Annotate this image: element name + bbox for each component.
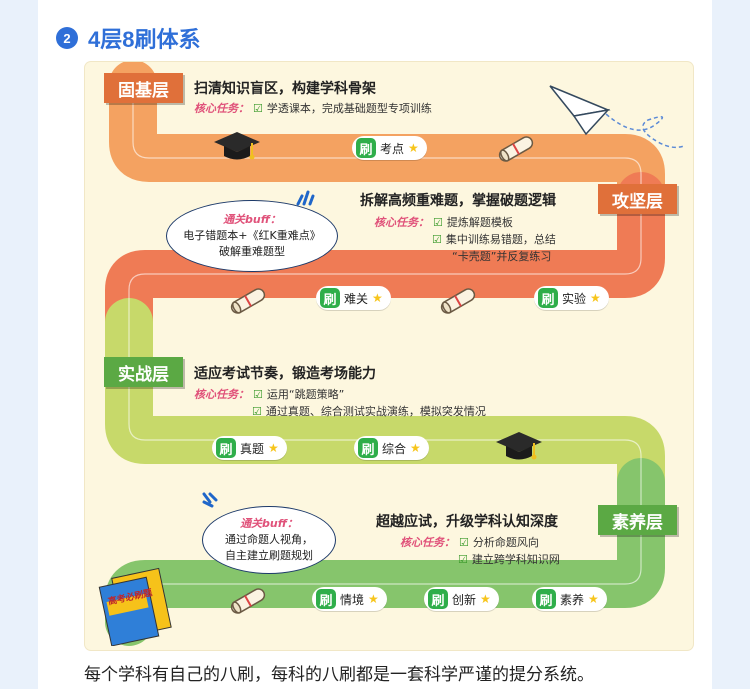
- paper-plane-icon: [549, 85, 685, 149]
- footer-caption: 每个学科有自己的八刷，每科的八刷都是一套科学严谨的提分系统。: [84, 665, 594, 685]
- buff-line: 通过命题人视角，: [225, 533, 313, 546]
- brush-glyph: 刷: [538, 288, 558, 308]
- star-icon: ★: [590, 291, 601, 305]
- layer-tasks-practice: 核心任务：☑运用“跳题策略” ☑通过真题、综合测试实战演练，模拟突发情况: [194, 386, 486, 420]
- star-icon: ★: [408, 141, 419, 155]
- star-icon: ★: [410, 441, 421, 455]
- section-header: 2 4层8刷体系: [56, 22, 200, 54]
- star-icon: ★: [372, 291, 383, 305]
- star-icon: ★: [368, 592, 379, 606]
- diploma-scroll-icon: [440, 288, 476, 314]
- check-icon: ☑: [253, 102, 263, 115]
- brush-glyph: 刷: [428, 589, 448, 609]
- chip-label: 综合: [382, 441, 407, 456]
- brush-chip-zonghe: 刷综合★: [354, 436, 429, 460]
- section-title: 4层8刷体系: [88, 27, 201, 52]
- buff-line: 电子错题本+《红K重难点》: [183, 229, 321, 242]
- task-item: 学透课本，完成基础题型专项训练: [266, 102, 432, 115]
- buff-line: 自主建立刷题规划: [225, 549, 313, 562]
- core-task-tag: 核心任务：: [194, 102, 249, 115]
- layer-label-breakthrough: 攻坚层: [598, 184, 677, 214]
- graduation-cap-icon: [496, 432, 542, 460]
- task-item: 通过真题、综合测试实战演练，模拟突发情况: [265, 405, 486, 418]
- star-icon: ★: [268, 441, 279, 455]
- layer-heading-breakthrough: 拆解高频重难题，掌握破题逻辑: [360, 193, 556, 209]
- graduation-cap-icon: [214, 132, 260, 160]
- diploma-scroll-icon: [230, 288, 266, 314]
- brush-glyph: 刷: [536, 589, 556, 609]
- brush-glyph: 刷: [316, 589, 336, 609]
- layer-label-literacy: 素养层: [598, 505, 677, 535]
- section-number-badge: 2: [56, 27, 78, 49]
- chip-label: 难关: [344, 291, 369, 306]
- task-item: 建立跨学科知识网: [471, 553, 560, 566]
- brush-chip-zhenti: 刷真题★: [212, 436, 287, 460]
- task-item: 集中训练易错题，总结: [445, 233, 556, 246]
- layer-tasks-breakthrough: 核心任务：☑提炼解题模板 ☑集中训练易错题，总结 “卡壳题”并反复练习: [374, 214, 556, 265]
- brush-chip-nanguan: 刷难关★: [316, 286, 391, 310]
- diploma-scroll-icon: [498, 136, 534, 162]
- brush-chip-kaodian: 刷考点★: [352, 136, 427, 160]
- book-stack-icon: [98, 567, 172, 646]
- check-icon: ☑: [433, 216, 443, 229]
- buff-bubble-2: 通关buff： 通过命题人视角， 自主建立刷题规划: [202, 506, 336, 574]
- buff-title: 通关buff：: [240, 517, 298, 530]
- task-item: “卡壳题”并反复练习: [452, 250, 552, 263]
- layer-label-foundation: 固基层: [104, 73, 183, 103]
- brush-glyph: 刷: [216, 438, 236, 458]
- brush-chip-shiyan: 刷实验★: [534, 286, 609, 310]
- brush-glyph: 刷: [320, 288, 340, 308]
- check-icon: ☑: [253, 388, 263, 401]
- brush-chip-chuangxin: 刷创新★: [424, 587, 499, 611]
- chip-label: 真题: [240, 441, 265, 456]
- check-icon: ☑: [252, 405, 262, 418]
- brush-glyph: 刷: [356, 138, 376, 158]
- diploma-scroll-icon: [230, 588, 266, 614]
- buff-title: 通关buff：: [223, 213, 281, 226]
- star-icon: ★: [588, 592, 599, 606]
- core-task-tag: 核心任务：: [194, 388, 249, 401]
- check-icon: ☑: [432, 233, 442, 246]
- chip-label: 实验: [562, 291, 587, 306]
- layer-label-practice: 实战层: [104, 357, 183, 387]
- chip-label: 素养: [560, 592, 585, 607]
- task-item: 分析命题风向: [472, 536, 539, 549]
- buff-line: 破解重难题型: [219, 245, 285, 258]
- chip-label: 创新: [452, 592, 477, 607]
- task-item: 提炼解题模板: [446, 216, 513, 229]
- core-task-tag: 核心任务：: [374, 216, 429, 229]
- core-task-tag: 核心任务：: [400, 536, 455, 549]
- buff-bubble-1: 通关buff： 电子错题本+《红K重难点》 破解重难题型: [166, 200, 338, 272]
- brush-chip-qingjing: 刷情境★: [312, 587, 387, 611]
- chip-label: 考点: [380, 141, 405, 156]
- layer-heading-foundation: 扫清知识盲区，构建学科骨架: [194, 81, 376, 97]
- check-icon: ☑: [458, 553, 468, 566]
- layer-heading-literacy: 超越应试，升级学科认知深度: [376, 514, 558, 530]
- layer-heading-practice: 适应考试节奏，锻造考场能力: [194, 366, 376, 382]
- splash-mark-icon: [296, 190, 315, 206]
- layer-tasks-literacy: 核心任务：☑分析命题风向 ☑建立跨学科知识网: [400, 534, 560, 568]
- chip-label: 情境: [340, 592, 365, 607]
- brush-glyph: 刷: [358, 438, 378, 458]
- splash-mark-icon: [202, 492, 218, 508]
- brush-chip-suyang: 刷素养★: [532, 587, 607, 611]
- task-item: 运用“跳题策略”: [266, 388, 345, 401]
- star-icon: ★: [480, 592, 491, 606]
- layer-tasks-foundation: 核心任务： ☑学透课本，完成基础题型专项训练: [194, 100, 432, 117]
- check-icon: ☑: [459, 536, 469, 549]
